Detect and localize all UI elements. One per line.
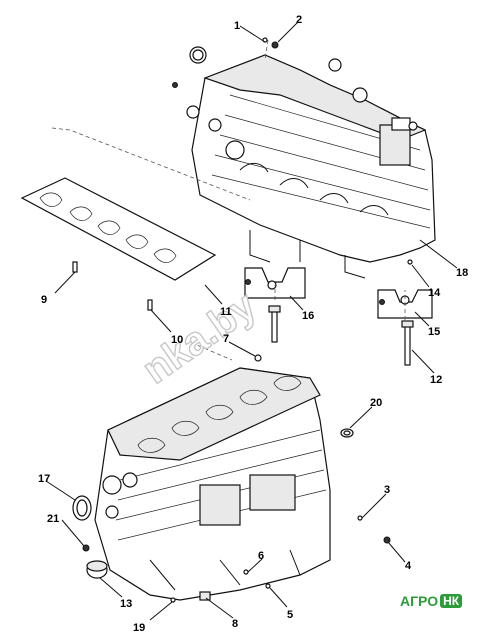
callout-7: 7 — [223, 333, 229, 345]
brand-prefix: АГРО — [400, 593, 439, 609]
callout-20: 20 — [370, 397, 382, 409]
callout-10: 10 — [171, 334, 183, 346]
brand-logo: АГРО НК — [400, 590, 472, 612]
callout-12: 12 — [430, 374, 442, 386]
leader-lines — [45, 21, 458, 621]
callout-14: 14 — [428, 287, 441, 299]
callout-1: 1 — [234, 20, 240, 32]
callout-19: 19 — [133, 622, 145, 634]
callout-8: 8 — [232, 618, 238, 630]
callout-15: 15 — [428, 326, 440, 338]
callout-2: 2 — [296, 14, 302, 26]
callout-3: 3 — [384, 484, 390, 496]
small-parts — [72, 37, 413, 603]
callout-6: 6 — [258, 550, 264, 562]
callout-18: 18 — [456, 267, 468, 279]
callout-16: 16 — [302, 310, 314, 322]
callout-21: 21 — [47, 513, 59, 525]
callout-5: 5 — [287, 609, 293, 621]
assembly-lines — [51, 39, 406, 361]
callout-11: 11 — [220, 306, 232, 318]
brand-badge: НК — [440, 594, 463, 608]
cylinder-head — [172, 46, 436, 279]
head-bolts — [72, 261, 414, 366]
engine-block — [94, 367, 331, 601]
callout-17: 17 — [38, 473, 50, 485]
callouts: 1 2 3 4 5 6 7 8 9 10 11 12 13 14 15 16 1… — [38, 14, 468, 634]
head-gasket — [20, 177, 217, 281]
callout-4: 4 — [405, 560, 412, 572]
callout-9: 9 — [41, 294, 47, 306]
callout-13: 13 — [120, 598, 132, 610]
